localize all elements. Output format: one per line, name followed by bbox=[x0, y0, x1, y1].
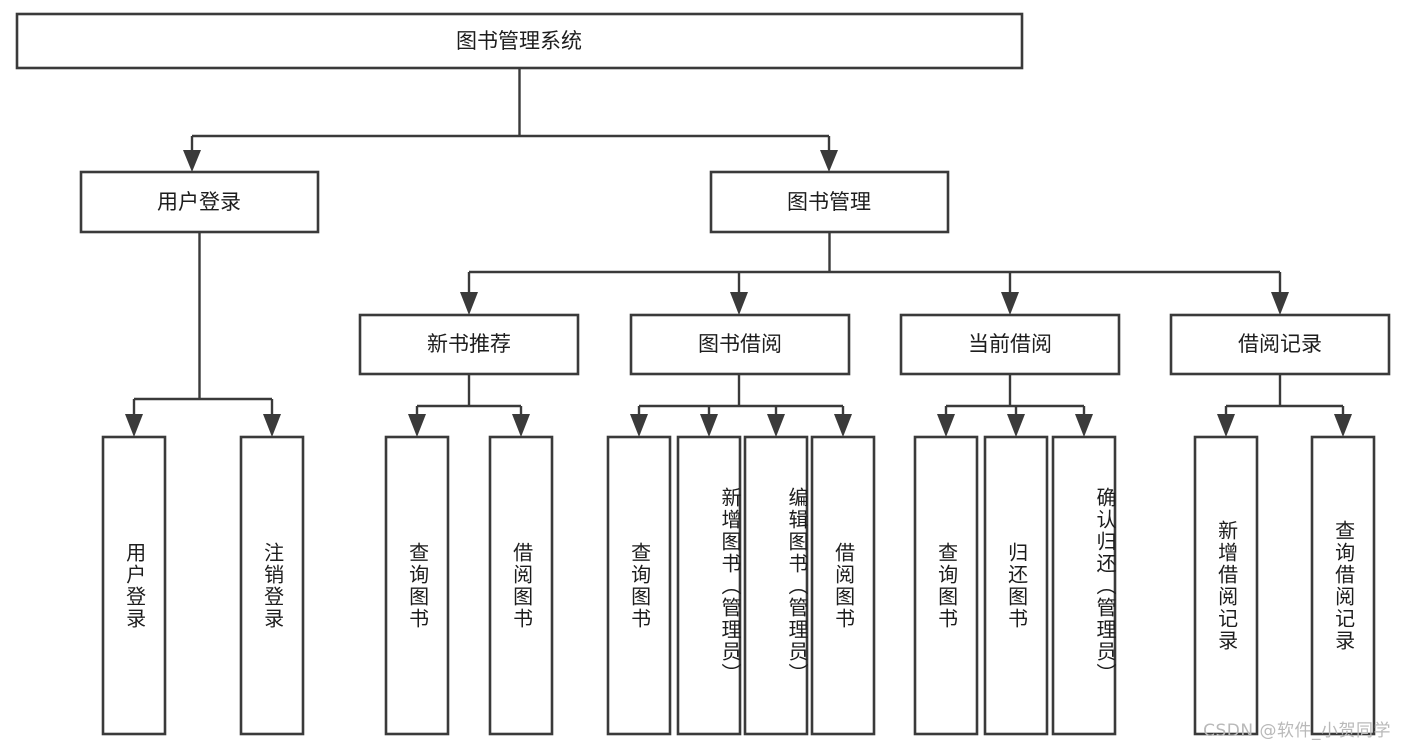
arrow-head-icon bbox=[1271, 292, 1289, 315]
node-current-borrow-box[interactable] bbox=[899, 313, 1121, 376]
arrow-head-icon bbox=[700, 414, 718, 437]
leaf-box-cb-query[interactable] bbox=[913, 435, 979, 736]
arrow-head-icon bbox=[125, 414, 143, 437]
node-user-login[interactable]: 用户登录 bbox=[79, 170, 320, 234]
arrow-head-icon bbox=[1007, 414, 1025, 437]
csdn-watermark: CSDN @软件_小贺同学 bbox=[1203, 721, 1391, 741]
connector-userlogin-to-leaves bbox=[125, 232, 281, 437]
leaf-box-bb-query[interactable] bbox=[606, 435, 672, 736]
leaf-box-nb-borrow[interactable] bbox=[488, 435, 554, 736]
arrow-head-icon bbox=[820, 150, 838, 172]
leaf-boxes bbox=[101, 435, 1376, 736]
node-borrow-record[interactable]: 借阅记录 bbox=[1169, 313, 1391, 376]
leaf-box-bb-add[interactable] bbox=[676, 435, 742, 736]
arrow-head-icon bbox=[1217, 414, 1235, 437]
arrow-head-icon bbox=[1001, 292, 1019, 315]
node-new-book-recommend-label: 新书推荐 bbox=[427, 332, 511, 356]
arrow-head-icon bbox=[460, 292, 478, 315]
node-new-book-recommend[interactable]: 新书推荐 bbox=[358, 313, 580, 376]
leaf-box-cb-return[interactable] bbox=[983, 435, 1049, 736]
arrow-head-icon bbox=[1075, 414, 1093, 437]
node-book-borrow-box[interactable] bbox=[629, 313, 851, 376]
node-book-borrow-label: 图书借阅 bbox=[698, 332, 782, 356]
leaf-box-bb-borrow[interactable] bbox=[810, 435, 876, 736]
leaf-box-br-query[interactable] bbox=[1310, 435, 1376, 736]
node-current-borrow-label: 当前借阅 bbox=[968, 332, 1052, 356]
node-user-login-box[interactable] bbox=[79, 170, 320, 234]
leaf-box-user-login[interactable] bbox=[101, 435, 167, 736]
node-borrow-record-box[interactable] bbox=[1169, 313, 1391, 376]
node-current-borrow[interactable]: 当前借阅 bbox=[899, 313, 1121, 376]
node-root[interactable]: 图书管理系统 bbox=[15, 12, 1024, 70]
node-book-manage-box[interactable] bbox=[709, 170, 950, 234]
connector-bookmanage-to-level3 bbox=[460, 232, 1289, 315]
arrow-head-icon bbox=[1334, 414, 1352, 437]
arrow-head-icon bbox=[730, 292, 748, 315]
connector-root-to-level2 bbox=[183, 68, 838, 172]
leaf-box-bb-edit[interactable] bbox=[743, 435, 809, 736]
leaf-box-br-add[interactable] bbox=[1193, 435, 1259, 736]
arrow-head-icon bbox=[767, 414, 785, 437]
arrow-head-icon bbox=[937, 414, 955, 437]
leaf-box-logout[interactable] bbox=[239, 435, 305, 736]
leaf-box-nb-query[interactable] bbox=[384, 435, 450, 736]
connector-currentborrow-to-leaves bbox=[937, 374, 1093, 437]
node-new-book-recommend-box[interactable] bbox=[358, 313, 580, 376]
leaf-box-cb-confirm[interactable] bbox=[1051, 435, 1117, 736]
node-book-borrow[interactable]: 图书借阅 bbox=[629, 313, 851, 376]
node-borrow-record-label: 借阅记录 bbox=[1238, 332, 1322, 356]
node-user-login-label: 用户登录 bbox=[157, 190, 241, 214]
node-root-box[interactable] bbox=[15, 12, 1024, 70]
node-root-label: 图书管理系统 bbox=[456, 29, 582, 53]
connector-newbook-to-leaves bbox=[408, 374, 530, 437]
arrow-head-icon bbox=[263, 414, 281, 437]
connector-bookborrow-to-leaves bbox=[630, 374, 852, 437]
arrow-head-icon bbox=[630, 414, 648, 437]
arrow-head-icon bbox=[183, 150, 201, 172]
arrow-head-icon bbox=[408, 414, 426, 437]
connector-borrowrecord-to-leaves bbox=[1217, 374, 1352, 437]
node-book-manage-label: 图书管理 bbox=[787, 190, 871, 214]
arrow-head-icon bbox=[512, 414, 530, 437]
node-book-manage[interactable]: 图书管理 bbox=[709, 170, 950, 234]
arrow-head-icon bbox=[834, 414, 852, 437]
